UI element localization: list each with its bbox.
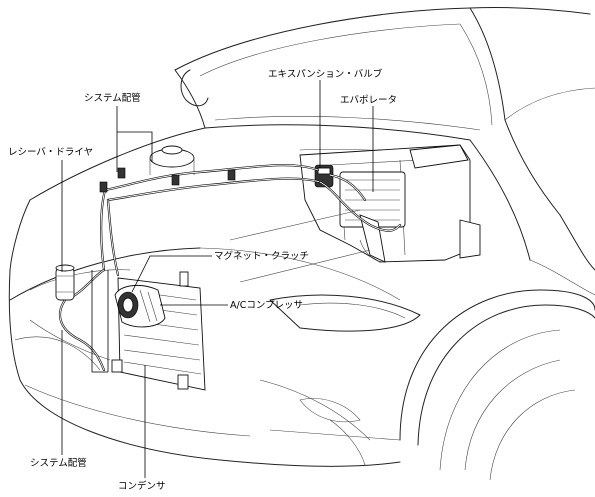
label-system-piping-top: システム配管 <box>84 92 141 104</box>
label-ac-compressor: A/Cコンプレッサ <box>230 300 303 311</box>
refrigerant-pipes <box>58 164 402 372</box>
label-receiver-drier: レシーバ・ドライヤ <box>8 147 93 158</box>
label-system-piping-bottom: システム配管 <box>30 457 87 469</box>
ac-compressor <box>114 284 166 328</box>
label-expansion-valve: エキスパンション・バルブ <box>268 68 383 80</box>
label-condenser: コンデンサ <box>118 480 166 492</box>
engine-bay-parts <box>149 145 195 175</box>
hvac-unit <box>299 144 481 263</box>
receiver-drier <box>55 264 75 301</box>
label-magnet-clutch: マグネット・クラッチ <box>214 250 309 262</box>
label-evaporator: エバポレータ <box>340 95 397 106</box>
callout-lines <box>61 80 374 478</box>
car-body <box>8 6 595 481</box>
